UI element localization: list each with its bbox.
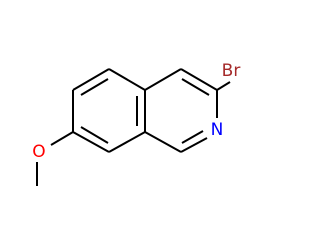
atom-label-nitrogen: N	[211, 120, 224, 140]
atom-label-oxygen: O	[32, 142, 45, 162]
bond-n2-c1-double	[181, 130, 204, 144]
bond-c5-c6	[72, 68, 110, 91]
atom-label-bromine: Br	[222, 61, 241, 81]
bond-c5-c6-double	[80, 78, 109, 96]
bond-c7-o	[50, 131, 74, 146]
bond-n2-c1	[180, 137, 208, 153]
molecule-structure: Br N O	[32, 61, 241, 186]
bond-c4-c3-double	[181, 78, 210, 96]
bond-c4a-c4	[144, 68, 182, 91]
bond-c7-c8	[72, 131, 110, 153]
bond-c1-c8a	[144, 131, 182, 153]
bond-c4-c3	[180, 68, 218, 91]
bond-c8-c8a	[108, 131, 146, 153]
bond-c7-c8-double	[80, 126, 109, 144]
bond-c4a-c5	[108, 68, 146, 91]
bond-c3-br	[216, 81, 231, 91]
